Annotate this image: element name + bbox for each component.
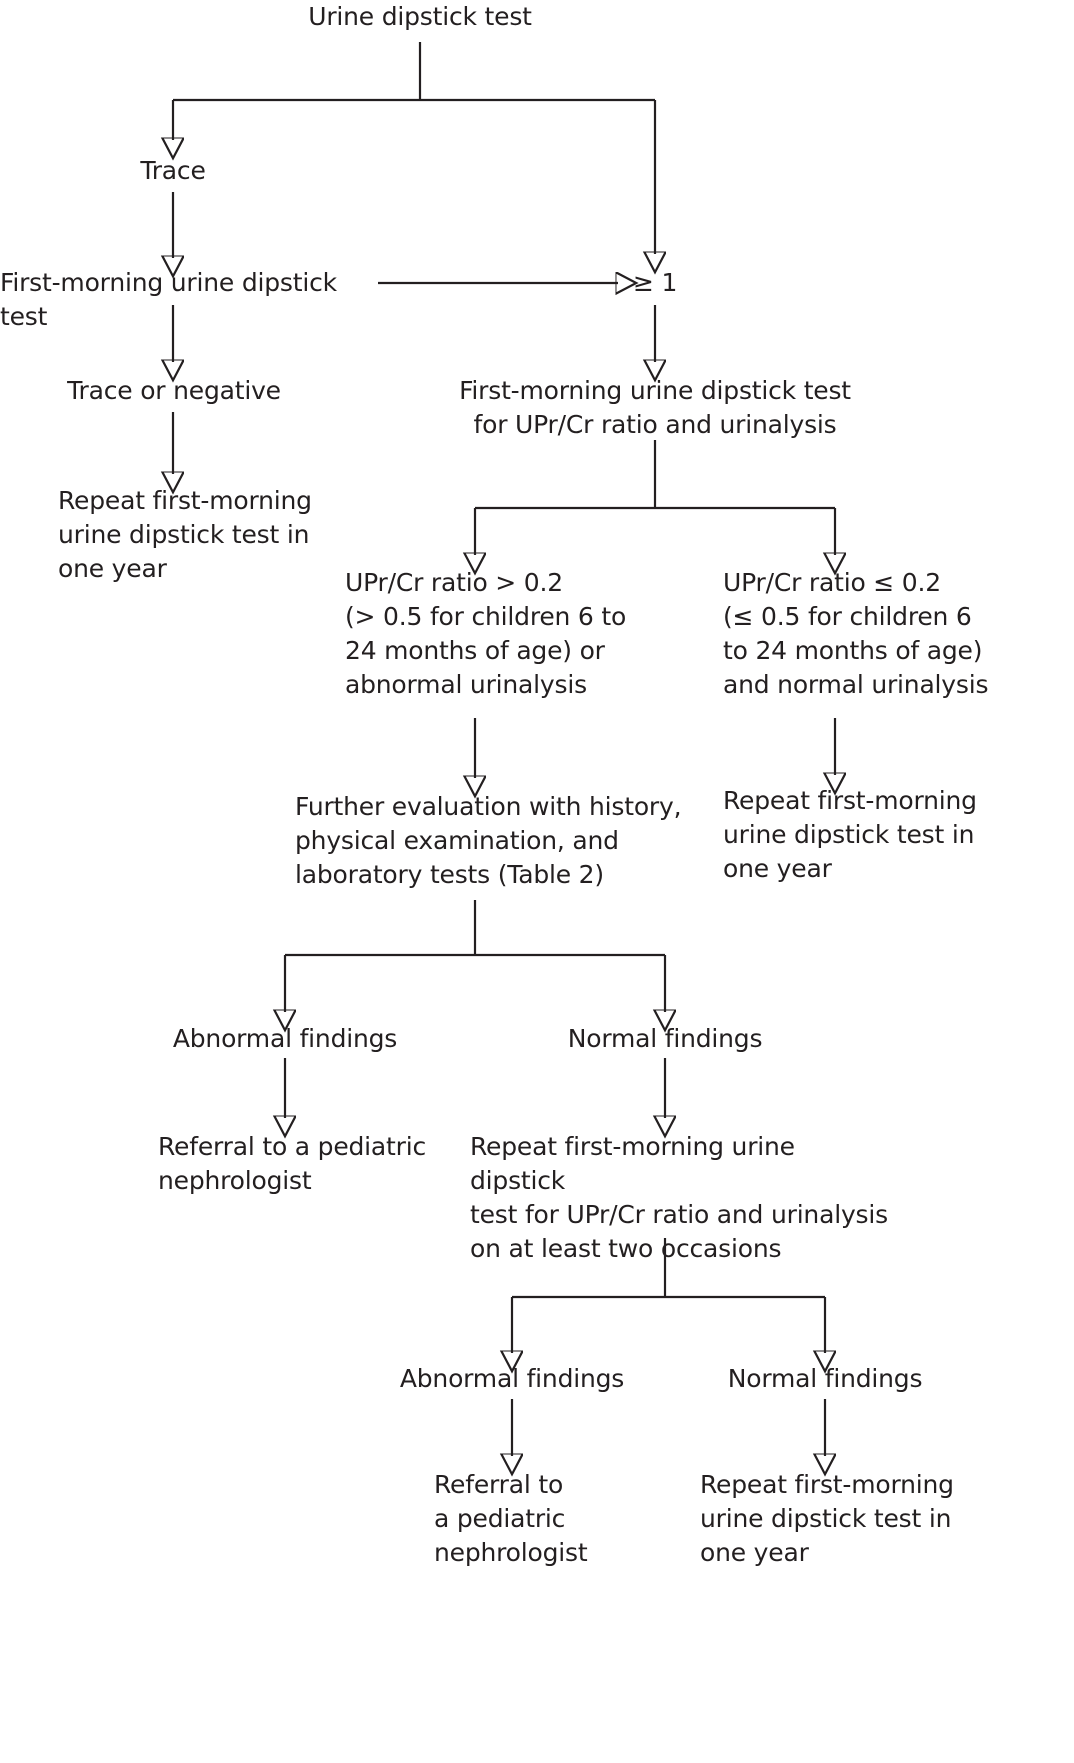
node-repeat-dipstick-one-year-left: Repeat first-morning urine dipstick test… — [58, 486, 312, 583]
node-repeat-dipstick-two-occasions: Repeat first-morning urine dipstick test… — [470, 1132, 888, 1263]
node-greater-equal-one: ≥ 1 — [633, 268, 678, 297]
node-normal-findings-second: Normal findings — [727, 1364, 923, 1393]
node-trace-or-negative: Trace or negative — [67, 376, 281, 405]
node-first-morning-upr-cr-urinalysis: First-morning urine dipstick test for UP… — [459, 376, 851, 439]
node-referral-pediatric-nephrologist-first: Referral to a pediatric nephrologist — [158, 1132, 427, 1195]
node-further-evaluation: Further evaluation with history, physica… — [295, 792, 682, 889]
node-urine-dipstick-test: Urine dipstick test — [308, 2, 532, 31]
node-upr-cr-ratio-below-threshold: UPr/Cr ratio ≤ 0.2 (≤ 0.5 for children 6… — [723, 568, 989, 699]
node-abnormal-findings-second: Abnormal findings — [399, 1364, 625, 1393]
node-referral-pediatric-nephrologist-second: Referral to a pediatric nephrologist — [434, 1470, 588, 1567]
node-trace: Trace — [140, 156, 206, 185]
node-repeat-dipstick-one-year-bottom: Repeat first-morning urine dipstick test… — [700, 1470, 954, 1567]
node-repeat-dipstick-one-year-right: Repeat first-morning urine dipstick test… — [723, 786, 977, 883]
node-upr-cr-ratio-above-threshold: UPr/Cr ratio > 0.2 (> 0.5 for children 6… — [345, 568, 627, 699]
node-abnormal-findings-first: Abnormal findings — [172, 1024, 398, 1053]
node-first-morning-urine-dipstick-test: First-morning urine dipstick test — [0, 268, 337, 331]
node-normal-findings-first: Normal findings — [567, 1024, 763, 1053]
